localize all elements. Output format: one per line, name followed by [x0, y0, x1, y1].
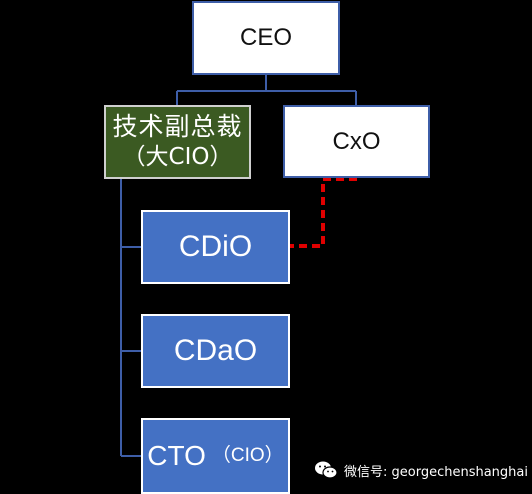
cxo-box: CxO — [283, 105, 430, 178]
cdao-box: CDaO — [141, 314, 290, 388]
watermark-text: 微信号: georgechenshanghai — [344, 464, 528, 480]
cto-box: CTO （CIO） — [141, 418, 290, 494]
tech-vp-box: 技术副总裁 （大CIO） — [104, 105, 251, 179]
dotted-reporting-line — [290, 177, 357, 248]
cxo-label: CxO — [332, 127, 381, 155]
ceo-label: CEO — [239, 24, 292, 52]
tech-vp-title: 技术副总裁 — [112, 112, 243, 142]
tech-vp-subtitle: （大CIO） — [122, 144, 233, 171]
cto-sublabel: （CIO） — [211, 445, 284, 467]
wechat-watermark: 微信号: georgechenshanghai — [314, 457, 528, 483]
ceo-box: CEO — [192, 1, 340, 75]
cdio-label: CDiO — [178, 229, 253, 263]
wechat-icon — [315, 461, 338, 479]
cdio-box: CDiO — [141, 210, 290, 284]
cdao-label: CDaO — [173, 333, 258, 367]
cto-label: CTO — [147, 439, 206, 471]
